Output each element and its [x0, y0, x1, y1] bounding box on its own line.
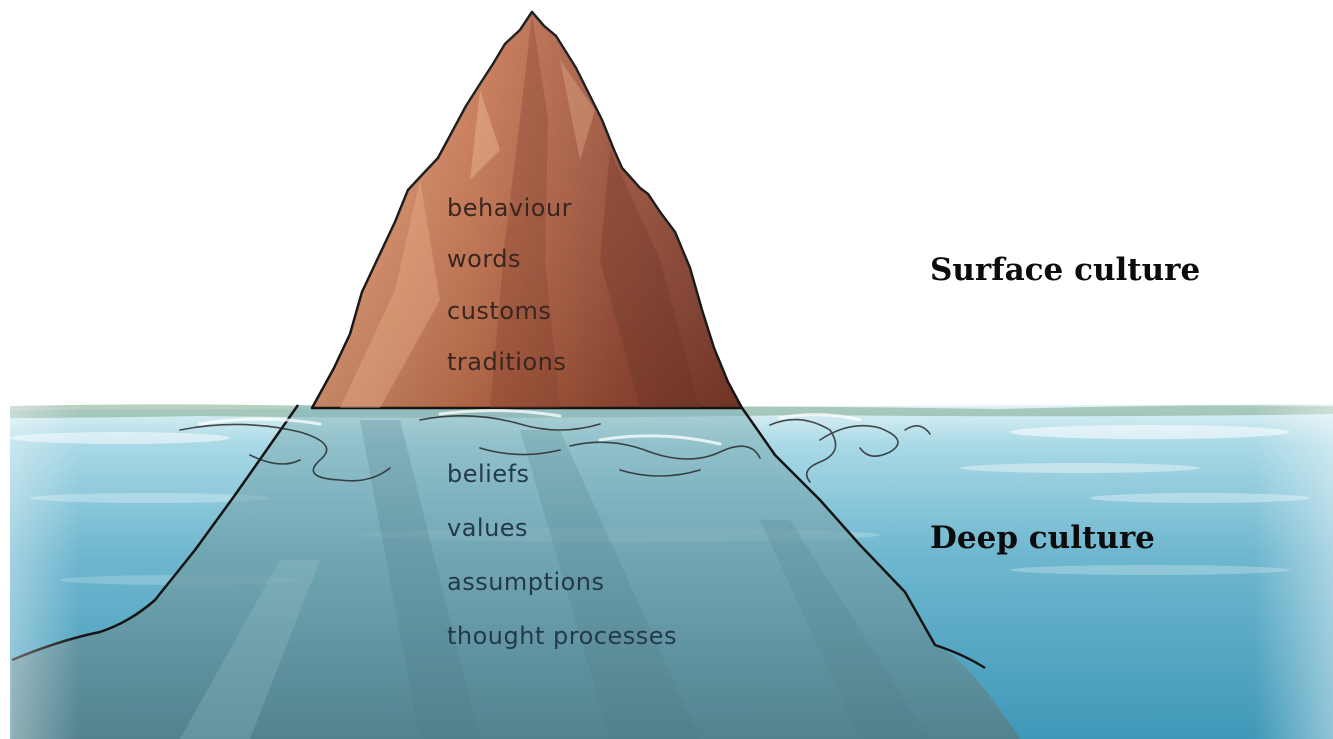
edge-fade	[0, 395, 1333, 739]
surface-item-words: words	[447, 247, 521, 271]
surface-item-customs: customs	[447, 299, 551, 323]
deep-item-values: values	[447, 516, 528, 540]
deep-item-assumptions: assumptions	[447, 570, 605, 594]
surface-culture-heading: Surface culture	[930, 255, 1200, 286]
deep-culture-heading: Deep culture	[930, 523, 1155, 554]
surface-item-traditions: traditions	[447, 350, 566, 374]
deep-item-beliefs: beliefs	[447, 462, 530, 486]
surface-item-behaviour: behaviour	[447, 196, 572, 220]
deep-item-thought-processes: thought processes	[447, 624, 677, 648]
